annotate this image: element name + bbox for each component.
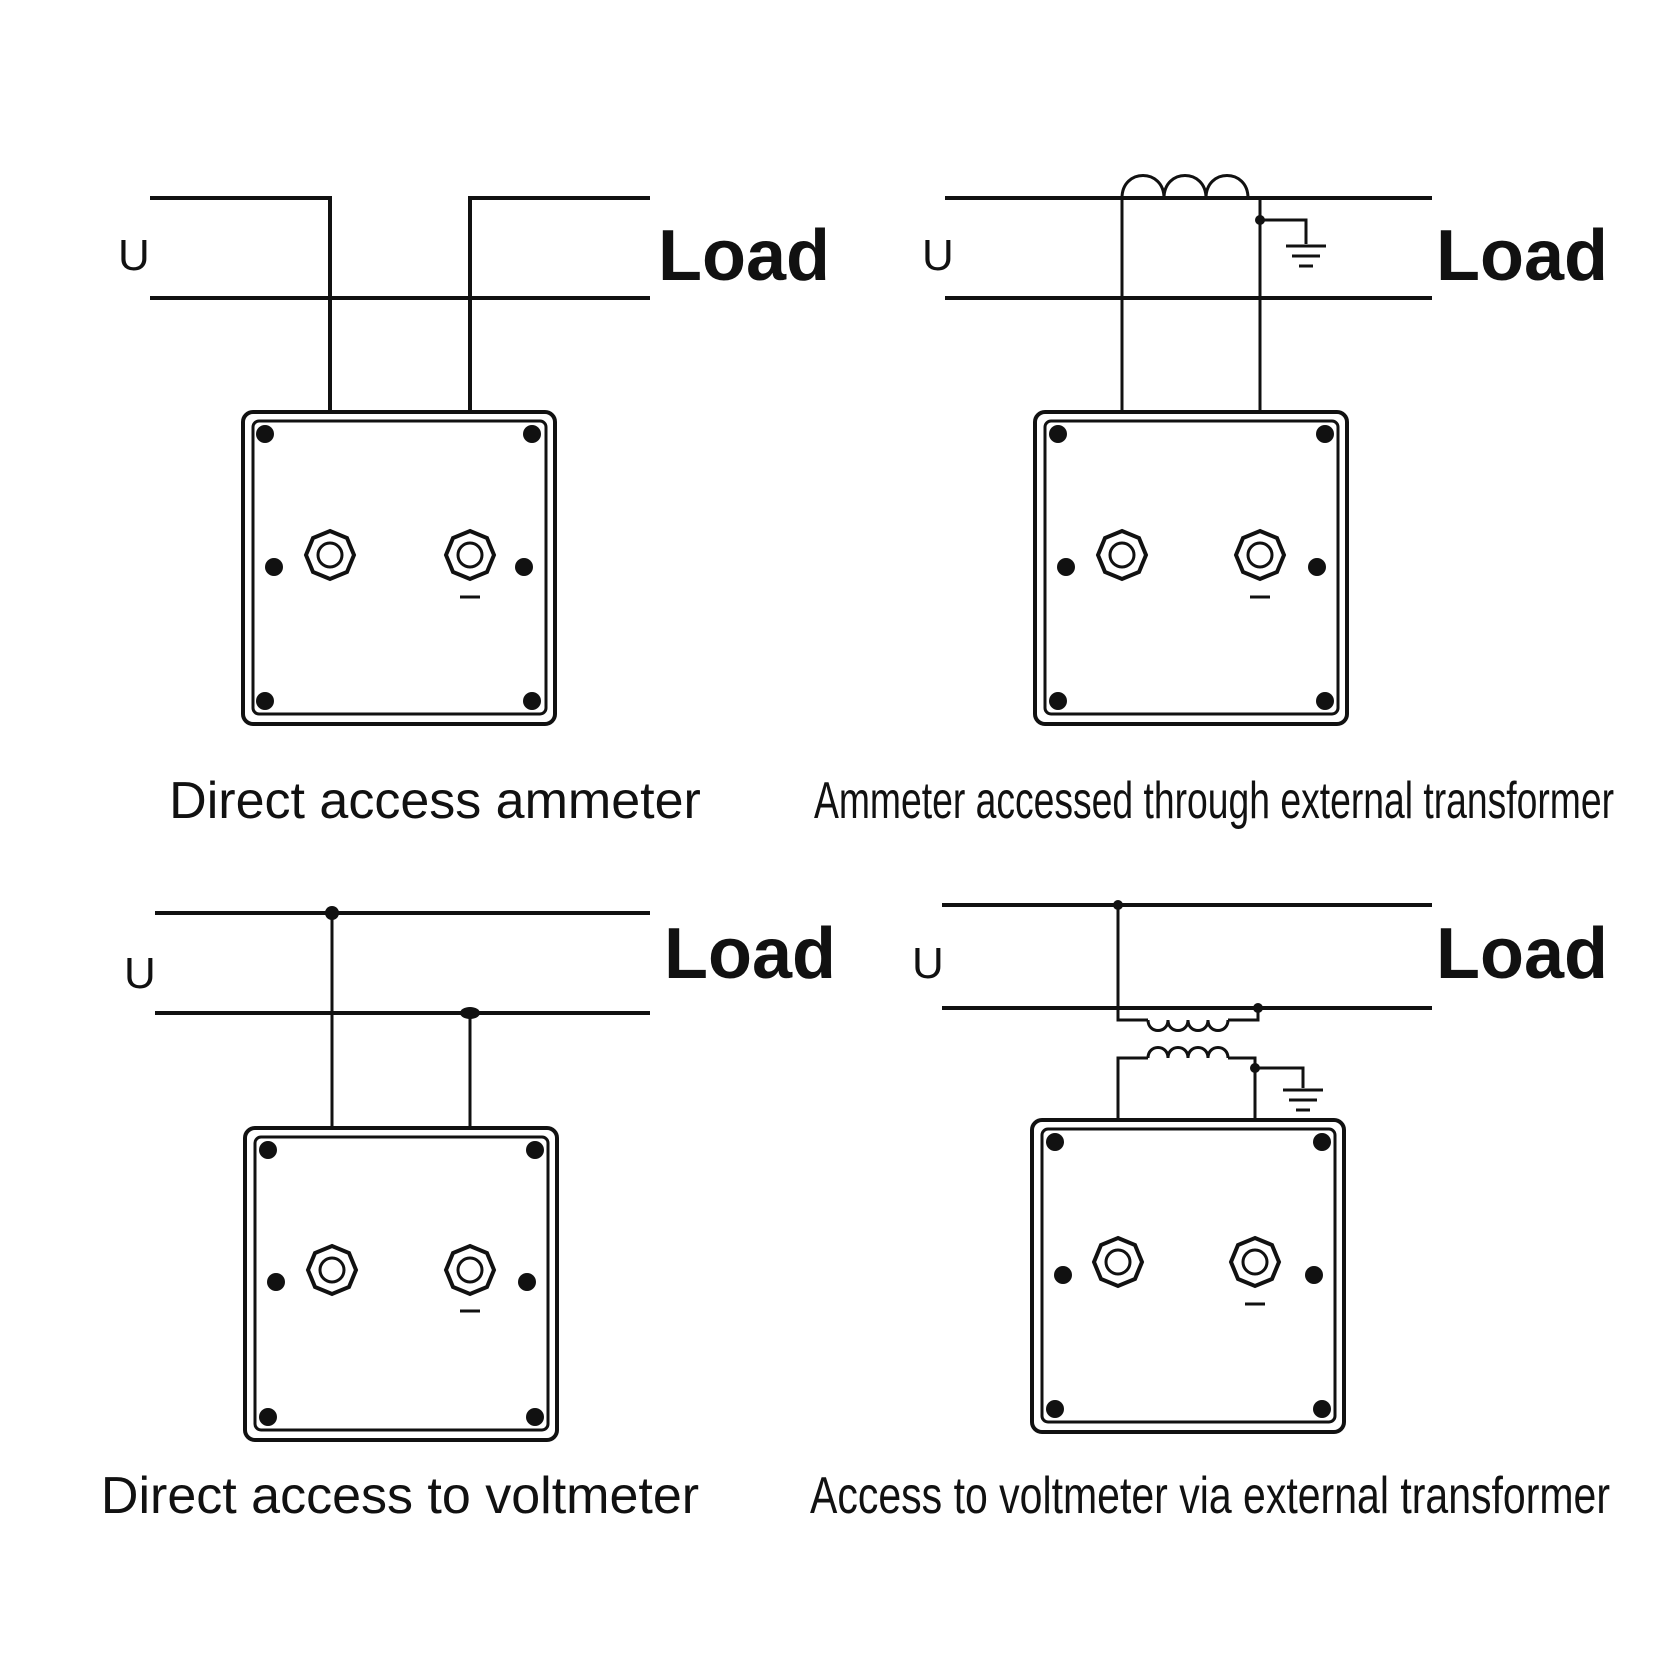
panel-direct-voltmeter: U Load Direct access to v — [101, 906, 836, 1525]
terminal-positive-icon — [1095, 528, 1149, 582]
panel-direct-ammeter: U Load Direct access ammeter — [118, 196, 830, 830]
load-label: Load — [658, 216, 830, 296]
mount-screw-icon — [526, 1408, 544, 1426]
mount-screw-icon — [526, 1141, 544, 1159]
current-transformer-coil-icon — [1120, 174, 1250, 199]
mount-screw-icon — [1313, 1400, 1331, 1418]
panel-voltmeter-transformer: U Load — [810, 900, 1610, 1525]
ground-icon — [1255, 1066, 1323, 1112]
panel-ammeter-transformer: U Load — [814, 174, 1614, 830]
mount-screw-icon — [523, 692, 541, 710]
mount-screw-icon — [1049, 692, 1067, 710]
terminal-positive-icon — [305, 1243, 359, 1297]
mount-screw-icon — [256, 425, 274, 443]
terminal-negative-icon — [1228, 1235, 1282, 1289]
load-label: Load — [664, 914, 836, 994]
mount-screw-icon — [1049, 425, 1067, 443]
source-label: U — [124, 949, 156, 998]
terminal-positive-icon — [303, 528, 357, 582]
source-label: U — [912, 939, 944, 988]
meter-back — [241, 410, 557, 726]
meter-back — [1030, 1118, 1346, 1434]
meter-back — [243, 1126, 559, 1442]
caption: Direct access to voltmeter — [101, 1467, 699, 1525]
caption: Direct access ammeter — [169, 772, 701, 830]
terminal-positive-icon — [1091, 1235, 1145, 1289]
load-label: Load — [1436, 216, 1608, 296]
mount-screw-icon — [518, 1273, 536, 1291]
mount-screw-icon — [1316, 692, 1334, 710]
caption: Access to voltmeter via external transfo… — [810, 1467, 1610, 1525]
mount-screw-icon — [1316, 425, 1334, 443]
mount-screw-icon — [1046, 1400, 1064, 1418]
mount-screw-icon — [1313, 1133, 1331, 1151]
mount-screw-icon — [1057, 558, 1075, 576]
mount-screw-icon — [256, 692, 274, 710]
mount-screw-icon — [523, 425, 541, 443]
mount-screw-icon — [265, 558, 283, 576]
terminal-negative-icon — [443, 1243, 497, 1297]
mount-screw-icon — [1305, 1266, 1323, 1284]
load-label: Load — [1436, 914, 1608, 994]
terminal-negative-icon — [443, 528, 497, 582]
source-label: U — [118, 231, 150, 280]
meter-back — [1033, 410, 1349, 726]
caption: Ammeter accessed through external transf… — [814, 772, 1614, 830]
terminal-negative-icon — [1233, 528, 1287, 582]
mount-screw-icon — [1046, 1133, 1064, 1151]
mount-screw-icon — [267, 1273, 285, 1291]
source-label: U — [922, 231, 954, 280]
mount-screw-icon — [259, 1141, 277, 1159]
mount-screw-icon — [1308, 558, 1326, 576]
mount-screw-icon — [515, 558, 533, 576]
ground-icon — [1260, 218, 1326, 268]
mount-screw-icon — [259, 1408, 277, 1426]
mount-screw-icon — [1054, 1266, 1072, 1284]
